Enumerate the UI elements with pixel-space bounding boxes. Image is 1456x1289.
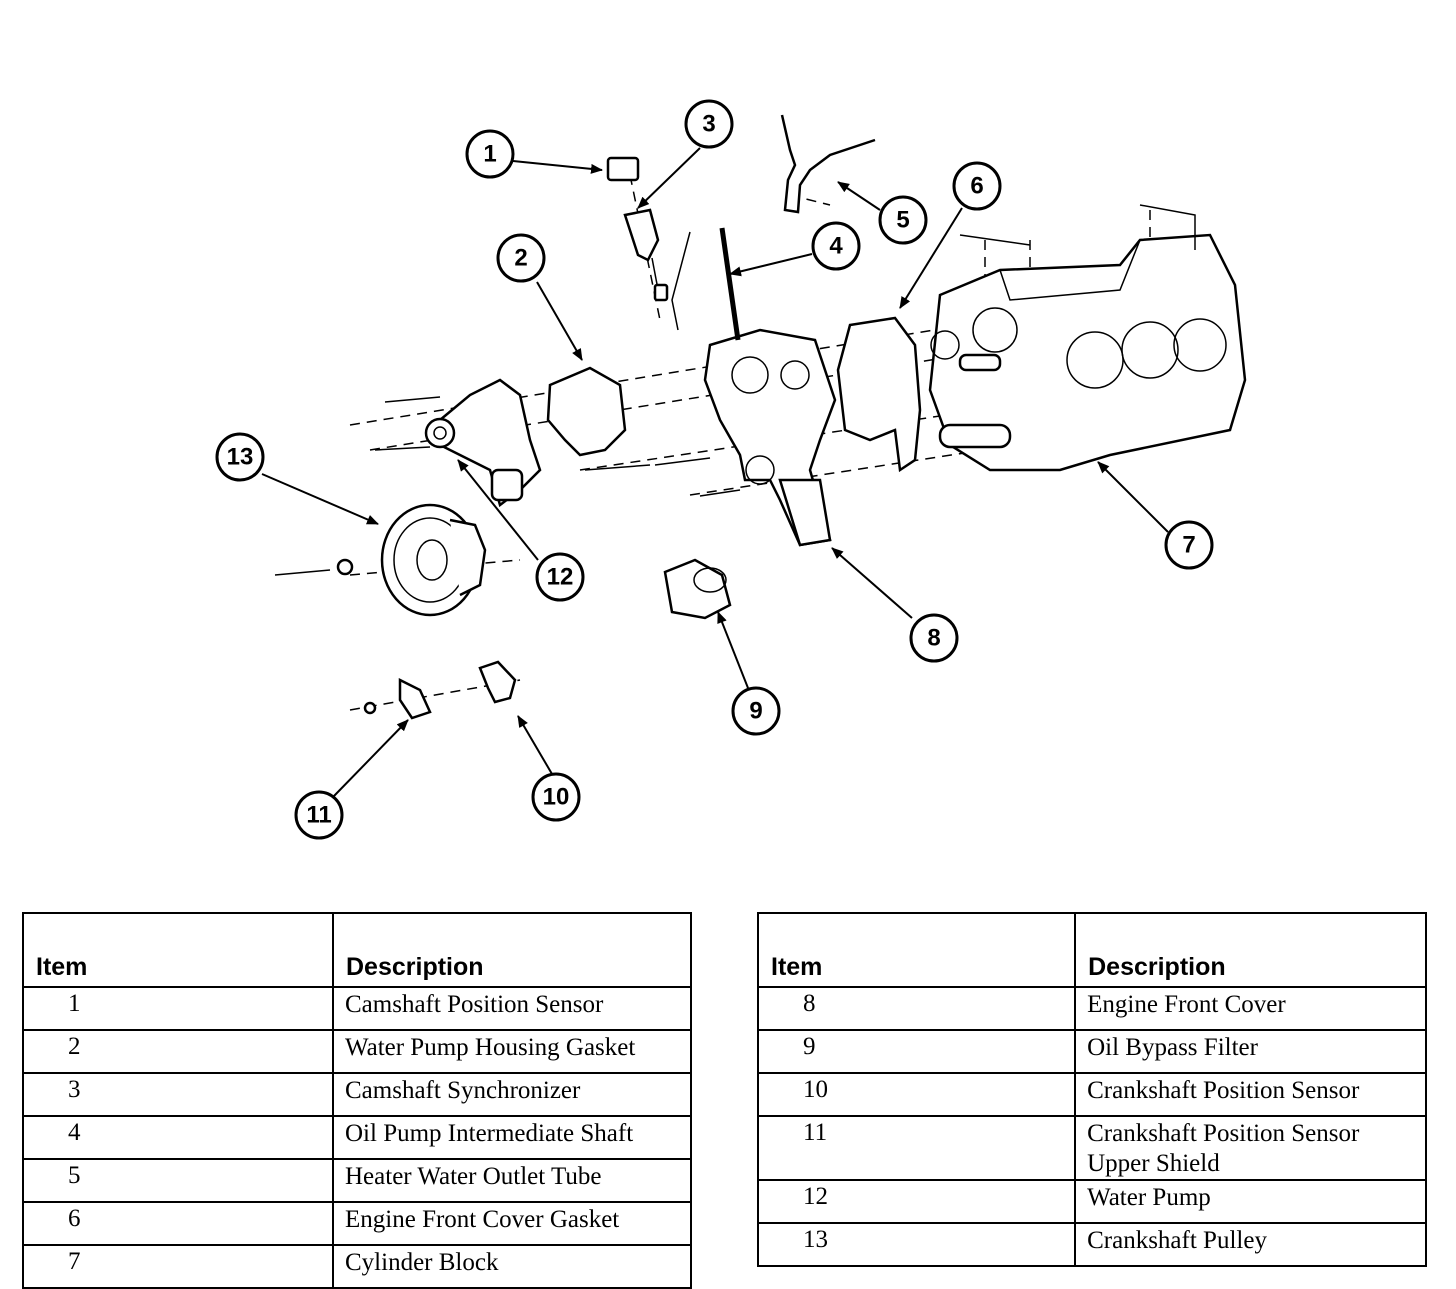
description-column-header: Description <box>1074 912 1427 988</box>
item-column-header: Item <box>22 912 334 988</box>
item-number: 6 <box>22 1201 334 1246</box>
callout-9: 9 <box>731 686 781 736</box>
item-description: Crankshaft Position Sensor <box>1074 1072 1427 1117</box>
camshaft-parts-drawing <box>606 156 669 302</box>
svg-text:12: 12 <box>547 564 574 591</box>
item-description: Oil Pump Intermediate Shaft <box>332 1115 692 1160</box>
item-number: 8 <box>756 986 1077 1031</box>
item-number: 13 <box>756 1222 1077 1267</box>
callout-4: 4 <box>811 221 861 271</box>
legend-header-row: Item Description <box>22 912 692 988</box>
water-pump-gasket-drawing <box>546 366 627 457</box>
description-column-header: Description <box>332 912 692 988</box>
svg-text:11: 11 <box>306 802 331 829</box>
svg-text:2: 2 <box>514 245 527 272</box>
svg-text:10: 10 <box>543 784 570 811</box>
item-number: 4 <box>22 1115 334 1160</box>
item-number: 7 <box>22 1244 334 1289</box>
callout-1: 1 <box>465 129 515 179</box>
leader-lines <box>261 147 1169 797</box>
item-description: Water Pump Housing Gasket <box>332 1029 692 1074</box>
callout-11: 11 <box>294 790 344 840</box>
exploded-engine-diagram: 1 2 3 4 5 6 7 8 9 10 11 12 13 <box>215 99 1247 840</box>
callout-8: 8 <box>909 613 959 663</box>
item-description: Engine Front Cover <box>1074 986 1427 1031</box>
item-description: Camshaft Synchronizer <box>332 1072 692 1117</box>
item-description: Crankshaft Position Sensor Upper Shield <box>1074 1115 1427 1181</box>
item-description: Cylinder Block <box>332 1244 692 1289</box>
bolts-drawing <box>274 396 741 576</box>
item-description: Crankshaft Pulley <box>1074 1222 1427 1267</box>
item-description: Heater Water Outlet Tube <box>332 1158 692 1203</box>
callout-12: 12 <box>535 552 585 602</box>
item-number: 9 <box>756 1029 1077 1074</box>
svg-text:7: 7 <box>1182 532 1195 559</box>
front-cover-gasket-drawing <box>836 316 922 473</box>
svg-text:5: 5 <box>896 207 909 234</box>
item-description: Camshaft Position Sensor <box>332 986 692 1031</box>
item-number: 1 <box>22 986 334 1031</box>
item-number: 11 <box>756 1115 1077 1181</box>
legend-header-row: Item Description <box>756 912 1427 988</box>
oil-bypass-filter-drawing <box>663 558 732 620</box>
callout-5: 5 <box>878 195 928 245</box>
callout-13: 13 <box>215 432 265 482</box>
svg-text:1: 1 <box>483 141 496 168</box>
callout-6: 6 <box>952 161 1002 211</box>
callout-7: 7 <box>1164 520 1214 570</box>
callout-10: 10 <box>531 772 581 822</box>
svg-text:9: 9 <box>749 698 762 725</box>
item-number: 10 <box>756 1072 1077 1117</box>
item-description: Oil Bypass Filter <box>1074 1029 1427 1074</box>
item-number: 3 <box>22 1072 334 1117</box>
item-number: 12 <box>756 1179 1077 1224</box>
engine-front-cover-drawing <box>703 328 837 547</box>
callout-2: 2 <box>496 233 546 283</box>
heater-outlet-tube-drawing <box>780 114 876 214</box>
svg-text:8: 8 <box>927 625 940 652</box>
oil-pump-shaft-drawing <box>719 227 741 341</box>
cylinder-block-drawing <box>928 204 1247 472</box>
water-pump-drawing <box>424 378 542 508</box>
svg-text:4: 4 <box>829 233 843 260</box>
item-column-header: Item <box>756 912 1077 988</box>
item-number: 2 <box>22 1029 334 1074</box>
item-description: Engine Front Cover Gasket <box>332 1201 692 1246</box>
crankshaft-sensor-drawing <box>363 660 517 720</box>
svg-text:6: 6 <box>970 173 983 200</box>
item-number: 5 <box>22 1158 334 1203</box>
svg-text:13: 13 <box>227 444 254 471</box>
svg-text:3: 3 <box>702 111 715 138</box>
item-description: Water Pump <box>1074 1179 1427 1224</box>
callout-3: 3 <box>684 99 734 149</box>
crankshaft-pulley-drawing <box>336 503 487 617</box>
